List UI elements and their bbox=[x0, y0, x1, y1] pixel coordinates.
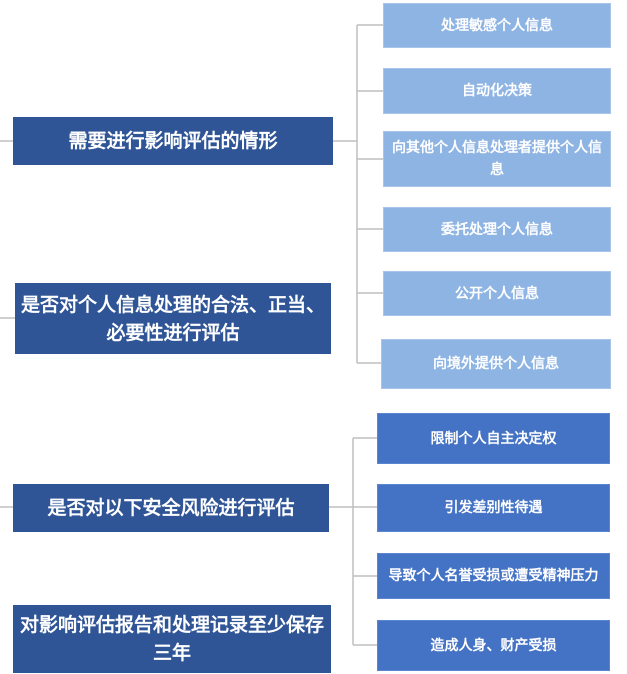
leaf-discriminatory-treatment: 引发差别性待遇 bbox=[377, 484, 610, 532]
leaf-reputation-damage: 导致个人名誉受损或遭受精神压力 bbox=[377, 553, 610, 599]
main-node-assessment-situations: 需要进行影响评估的情形 bbox=[13, 117, 333, 165]
leaf-automated-decision: 自动化决策 bbox=[383, 68, 611, 114]
leaf-restrict-autonomy: 限制个人自主决定权 bbox=[377, 413, 610, 464]
leaf-cross-border-transfer: 向境外提供个人信息 bbox=[381, 339, 611, 389]
main-node-retention-period: 对影响评估报告和处理记录至少保存三年 bbox=[13, 605, 331, 673]
main-node-risk-assessment: 是否对以下安全风险进行评估 bbox=[13, 484, 329, 532]
leaf-sensitive-info: 处理敏感个人信息 bbox=[383, 3, 611, 48]
leaf-entrusted-processing: 委托处理个人信息 bbox=[383, 207, 611, 252]
leaf-provide-to-other-processor: 向其他个人信息处理者提供个人信息 bbox=[383, 131, 611, 187]
leaf-public-disclosure: 公开个人信息 bbox=[383, 271, 611, 316]
leaf-personal-property-damage: 造成人身、财产受损 bbox=[377, 620, 610, 671]
main-node-legality-assessment: 是否对个人信息处理的合法、正当、必要性进行评估 bbox=[15, 283, 331, 354]
